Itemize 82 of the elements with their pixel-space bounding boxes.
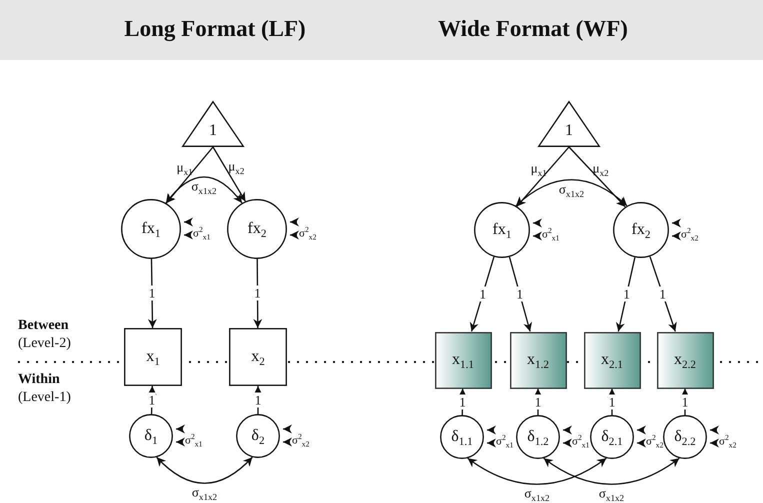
edge-label: 1 — [148, 392, 156, 408]
variable-label: fx$_{2}$ — [632, 222, 650, 238]
variable-label: δ$_{1.2}$ — [527, 429, 549, 445]
mean-arrow — [212, 146, 246, 202]
latent-variable-circle — [516, 415, 560, 459]
edge-label: 1 — [608, 394, 616, 410]
variable-label: 1 — [209, 123, 217, 139]
covariance-label: σ$_{x1x2}$ — [524, 486, 550, 500]
variable-label: fx$_{2}$ — [248, 221, 266, 237]
variable-label: δ$_{2.2}$ — [674, 429, 696, 445]
variance-arrow — [532, 218, 542, 240]
variable-label: x$_{1.1}$ — [452, 352, 474, 368]
variable-label: x$_{1.2}$ — [527, 352, 549, 368]
mean-arrow — [166, 146, 214, 204]
loading-arrow — [470, 256, 495, 332]
variance-arrow — [709, 426, 719, 448]
variance-arrow — [486, 426, 496, 448]
variable-label: δ$_{1}$ — [144, 428, 158, 444]
latent-variable-circle — [440, 415, 484, 459]
observed-variable-box — [229, 328, 287, 386]
latent-variable-circle — [227, 199, 287, 259]
covariance-label: σ$_{x1x2}$ — [192, 486, 218, 499]
covariance-arrow — [516, 179, 628, 206]
variable-label: x$_{2.1}$ — [601, 352, 623, 368]
latent-variable-circle — [663, 415, 707, 459]
variable-label: δ$_{2}$ — [251, 428, 265, 444]
edge-label: 1 — [680, 394, 690, 410]
covariance-arrow — [166, 176, 242, 204]
edge-label: 1 — [148, 286, 156, 301]
edge-label: 1 — [254, 392, 262, 408]
variable-label: δ$_{1.1}$ — [451, 429, 473, 445]
latent-variable-circle — [129, 414, 173, 458]
observed-variable-box — [510, 332, 566, 388]
variance-arrow — [183, 218, 193, 240]
variable-label: 1 — [565, 123, 573, 139]
variable-label: fx$_{1}$ — [142, 221, 160, 237]
loading-arrow — [508, 256, 532, 332]
covariance-label: σ$_{x1x2}$ — [558, 182, 584, 196]
variance-arrow — [289, 218, 299, 240]
covariance-arrow — [543, 458, 680, 485]
edge-label: 1 — [516, 286, 524, 302]
level-label: Between — [18, 318, 69, 334]
constant-triangle — [538, 101, 600, 147]
latent-variable-circle — [121, 199, 181, 259]
observed-variable-box — [584, 332, 640, 388]
variance-arrow — [636, 426, 646, 448]
panel-heading: Wide Format (WF) — [438, 16, 628, 42]
edge-label: 1 — [658, 286, 667, 302]
observed-variable-box — [124, 328, 182, 386]
level-label: Within — [18, 372, 60, 388]
level-note: (Level-2) — [18, 336, 71, 352]
observed-variable-box — [656, 332, 714, 388]
covariance-arrow — [156, 456, 253, 484]
mean-arrow — [568, 146, 626, 208]
covariance-label: σ$_{x1x2}$ — [598, 486, 624, 500]
edge-label: 1 — [622, 286, 631, 302]
level-note: (Level-1) — [18, 390, 71, 406]
latent-variable-circle — [590, 415, 634, 459]
edge-label: 1 — [478, 286, 487, 302]
variance-arrow — [175, 424, 185, 446]
observed-variable-box — [434, 332, 492, 388]
edge-label: 1 — [534, 394, 542, 410]
mean-label: μ$_{x2}$ — [228, 160, 244, 173]
covariance-label: σ$_{x1x2}$ — [191, 180, 217, 193]
variance-arrow — [671, 218, 681, 240]
mean-arrow — [516, 146, 570, 207]
edge-label: 1 — [253, 286, 262, 301]
variable-label: x$_{2.2}$ — [674, 352, 696, 368]
loading-arrow — [649, 256, 677, 332]
variable-label: x$_{2}$ — [251, 349, 265, 365]
latent-variable-circle — [236, 414, 280, 458]
variable-label: δ$_{2.1}$ — [601, 429, 623, 445]
variable-label: x$_{1}$ — [146, 349, 160, 365]
panel-heading: Long Format (LF) — [124, 16, 306, 42]
edge-label: 1 — [458, 394, 467, 410]
covariance-arrow — [467, 458, 607, 485]
latent-variable-circle — [613, 202, 669, 258]
variable-label: fx$_{1}$ — [492, 222, 512, 238]
constant-triangle — [182, 101, 244, 147]
latent-variable-circle — [474, 202, 530, 258]
variance-arrow — [562, 426, 572, 448]
variance-arrow — [282, 424, 292, 446]
